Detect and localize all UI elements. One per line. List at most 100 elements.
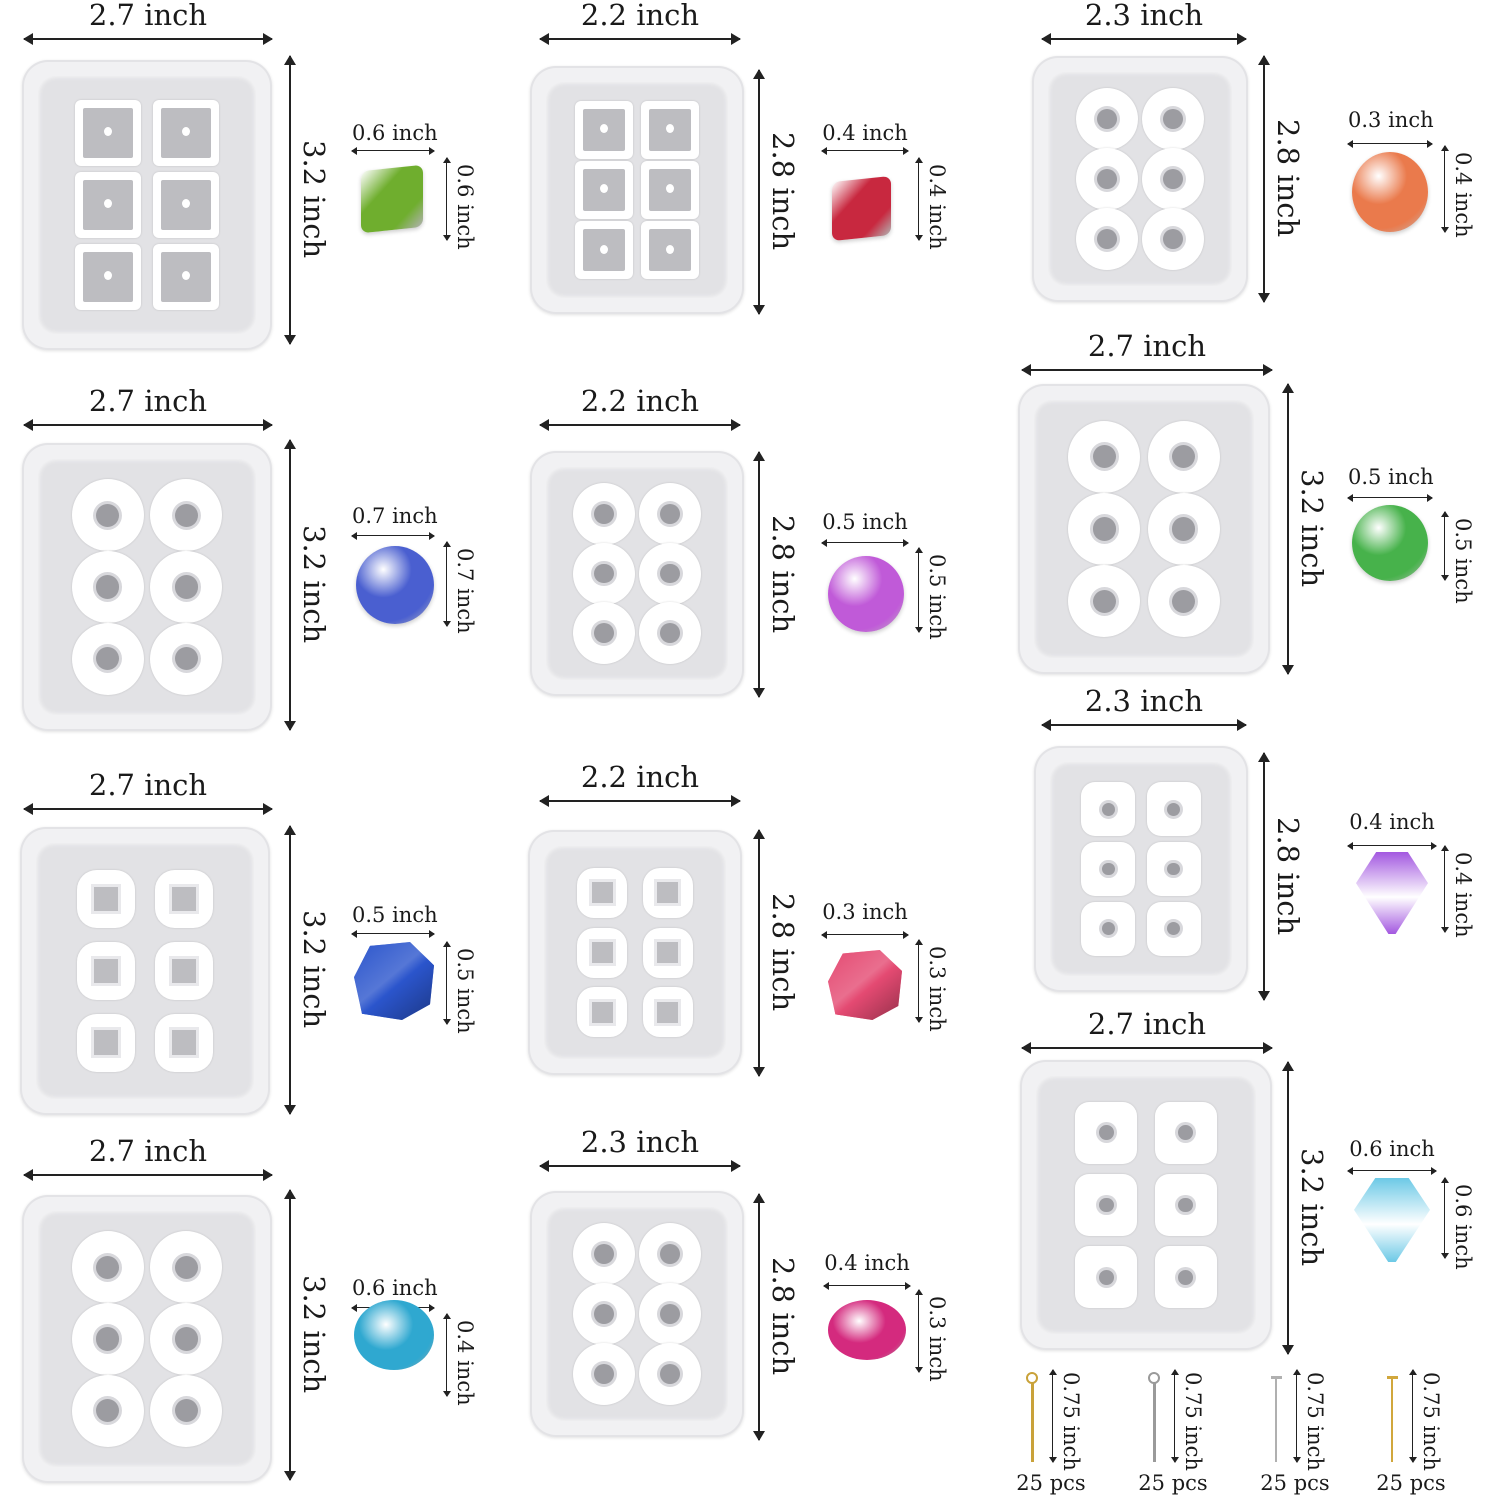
cavity-well: [583, 169, 626, 211]
mold-cavity: [1146, 901, 1201, 956]
bead-body: [1356, 852, 1428, 934]
mold-cavity: [71, 479, 144, 552]
mold-width-label: 2.3 inch: [580, 1125, 700, 1159]
bead-height-arrow: [915, 157, 923, 241]
mold-height-arrow: [1282, 383, 1294, 675]
bead-height-arrow: [915, 547, 923, 633]
bead-width-label: 0.6 inch: [1349, 1137, 1435, 1161]
mold-width-label: 2.7 inch: [1087, 329, 1207, 363]
mold-cavity: [1081, 901, 1136, 956]
mold-cavity: [640, 161, 699, 219]
mold-cavity: [1081, 842, 1136, 896]
cavity-hole: [1172, 517, 1196, 541]
mold-height-arrow: [1258, 752, 1270, 1001]
bead-height-label: 0.3 inch: [925, 946, 949, 1032]
cavity-hole: [1098, 1269, 1114, 1285]
mold-cavity: [1081, 782, 1136, 837]
mold-height-arrow: [284, 55, 296, 345]
mold-height-label: 2.8 inch: [1271, 816, 1305, 935]
bead-body: [354, 942, 434, 1020]
bead-height-arrow: [443, 941, 451, 1025]
bead-width-arrow: [351, 147, 435, 155]
cavity-hole: [1096, 169, 1117, 189]
cavity-hole: [594, 503, 615, 524]
cavity-hole: [659, 563, 680, 584]
mold-width-arrow: [539, 419, 741, 431]
bead-height-label: 0.6 inch: [453, 164, 477, 250]
bead-height-label: 0.4 inch: [1451, 852, 1475, 938]
pin-length-arrow: [1293, 1369, 1301, 1463]
cavity-hole: [174, 1327, 198, 1351]
mold-tray: [1034, 400, 1254, 658]
mold-cavity: [1146, 842, 1201, 896]
cavity-hole: [96, 575, 120, 599]
bead-body: [1352, 505, 1428, 581]
bead-body: [828, 556, 904, 632]
silicone-mold: [1018, 384, 1270, 674]
bead-height-arrow: [915, 939, 923, 1023]
cavity-hole: [665, 123, 674, 133]
cavity-well: [648, 108, 691, 151]
cavity-well: [161, 107, 212, 158]
mold-width-label: 2.3 inch: [1084, 684, 1204, 718]
mold-width-arrow: [539, 795, 741, 807]
mold-cavity: [1147, 420, 1220, 493]
mold-width-label: 2.7 inch: [88, 768, 208, 802]
bead-width-label: 0.4 inch: [822, 121, 908, 145]
mold-width-label: 2.7 inch: [1087, 1007, 1207, 1041]
silicone-mold: [528, 830, 742, 1075]
mold-cavity: [640, 221, 699, 280]
mold-cavity: [1068, 420, 1141, 493]
mold-cavity: [1075, 1246, 1138, 1309]
cavity-hole: [1167, 922, 1181, 936]
bead-body: [1354, 1178, 1430, 1262]
cavity-hole: [594, 623, 615, 644]
cavity-hole: [182, 126, 191, 136]
cavity-hole: [1101, 922, 1115, 936]
cavity-hole: [1167, 862, 1181, 876]
mold-cavity: [577, 927, 628, 978]
mold-tray: [546, 82, 728, 298]
mold-cavity: [150, 479, 223, 552]
pin-count-label: 25 pcs: [1376, 1471, 1446, 1495]
mold-cavity: [1146, 782, 1201, 837]
cavity-hole: [600, 184, 609, 194]
cavity-well: [583, 108, 626, 151]
pin-head-pin: [1386, 1372, 1400, 1462]
mold-width-arrow: [1041, 719, 1247, 731]
pin-length-label: 0.75 inch: [1303, 1372, 1327, 1471]
cavity-square: [654, 998, 682, 1026]
cavity-hole: [174, 575, 198, 599]
mold-width-arrow: [23, 419, 273, 431]
cavity-hole: [600, 244, 609, 254]
silicone-mold: [22, 1195, 272, 1483]
mold-height-arrow: [284, 1189, 296, 1481]
mold-cavity: [638, 602, 701, 665]
bead-height-label: 0.4 inch: [925, 164, 949, 250]
cavity-square: [90, 884, 121, 915]
mold-cavity: [71, 1303, 144, 1375]
mold-width-arrow: [23, 1169, 273, 1181]
cavity-hole: [665, 244, 674, 254]
mold-height-label: 2.8 inch: [766, 132, 800, 251]
bead-width-label: 0.5 inch: [1348, 465, 1434, 489]
bead-width-arrow: [351, 532, 435, 540]
pin-length-label: 0.75 inch: [1059, 1372, 1083, 1471]
cavity-hole: [659, 623, 680, 644]
silicone-mold: [530, 66, 744, 314]
mold-width-arrow: [539, 33, 741, 45]
cavity-square: [90, 955, 121, 987]
cavity-well: [82, 252, 133, 303]
mold-cavity: [74, 172, 141, 238]
cavity-hole: [1098, 1125, 1114, 1141]
cavity-hole: [1092, 517, 1116, 541]
mold-cavity: [573, 1283, 636, 1345]
bead-height-arrow: [1441, 1177, 1449, 1259]
mold-cavity: [155, 1013, 214, 1072]
mold-cavity: [638, 542, 701, 605]
cavity-well: [82, 180, 133, 230]
mold-cavity: [1075, 148, 1138, 210]
mold-height-arrow: [1282, 1061, 1294, 1355]
mold-height-arrow: [753, 69, 765, 315]
cavity-hole: [600, 123, 609, 133]
